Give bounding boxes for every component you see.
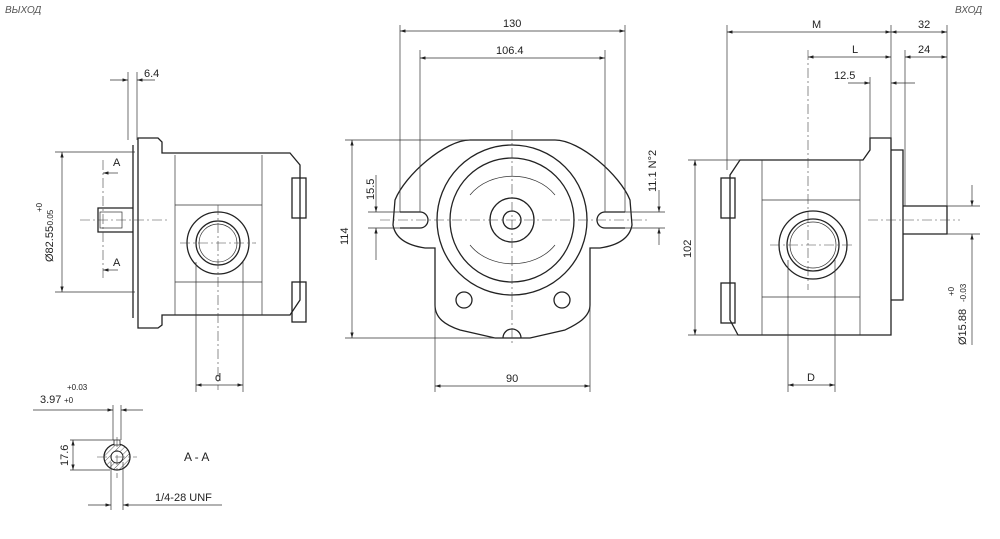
dim-6-4: 6.4: [144, 68, 159, 80]
dim-D: D: [807, 372, 815, 384]
dim-d: d: [215, 372, 221, 384]
dim-102: 102: [682, 240, 694, 258]
key-tol-up: +0.03: [67, 383, 88, 392]
dim-12-5: 12.5: [834, 70, 855, 82]
dim-32: 32: [918, 19, 930, 31]
key-tol-low: +0: [64, 396, 74, 405]
inlet-label: ВХОД: [955, 5, 982, 16]
section-mark-bottom: A: [113, 257, 121, 269]
dim-90: 90: [506, 373, 518, 385]
flange-tol-low: -0.05: [46, 209, 55, 228]
section-label: A - A: [184, 450, 209, 464]
dim-key-width: 3.97: [40, 394, 61, 406]
flange-tol-up: +0: [35, 202, 44, 212]
outlet-label: ВЫХОД: [5, 5, 41, 16]
right-view: M L 12.5 32 24 102 Ø15.88 -0.03 +0 D: [682, 19, 980, 392]
dim-24: 24: [918, 44, 930, 56]
dim-shaft-diameter: Ø15.88: [957, 309, 969, 345]
dim-11-1: 11.1 N°2: [647, 150, 659, 192]
front-view: 130 106.4 114 15.5 11.1 N°2 90: [339, 18, 665, 392]
dim-15-5: 15.5: [365, 179, 377, 200]
dim-130: 130: [503, 18, 521, 30]
section-a-a: 3.97 +0 +0.03 17.6 1/4-28 UNF A - A: [33, 383, 222, 510]
dim-114: 114: [339, 227, 351, 245]
dim-flange-diameter: Ø82.55: [44, 226, 56, 262]
dim-L: L: [852, 44, 858, 56]
dim-M: M: [812, 19, 821, 31]
shaft-tol-low: -0.03: [959, 283, 968, 302]
dim-17-6: 17.6: [59, 445, 71, 466]
dim-thread: 1/4-28 UNF: [155, 492, 212, 504]
dim-106-4: 106.4: [496, 45, 524, 57]
left-view: A A 6.4 Ø82.55 -0.05 +0 d: [35, 68, 307, 392]
section-mark-top: A: [113, 157, 121, 169]
shaft-tol-up: +0: [947, 286, 956, 296]
